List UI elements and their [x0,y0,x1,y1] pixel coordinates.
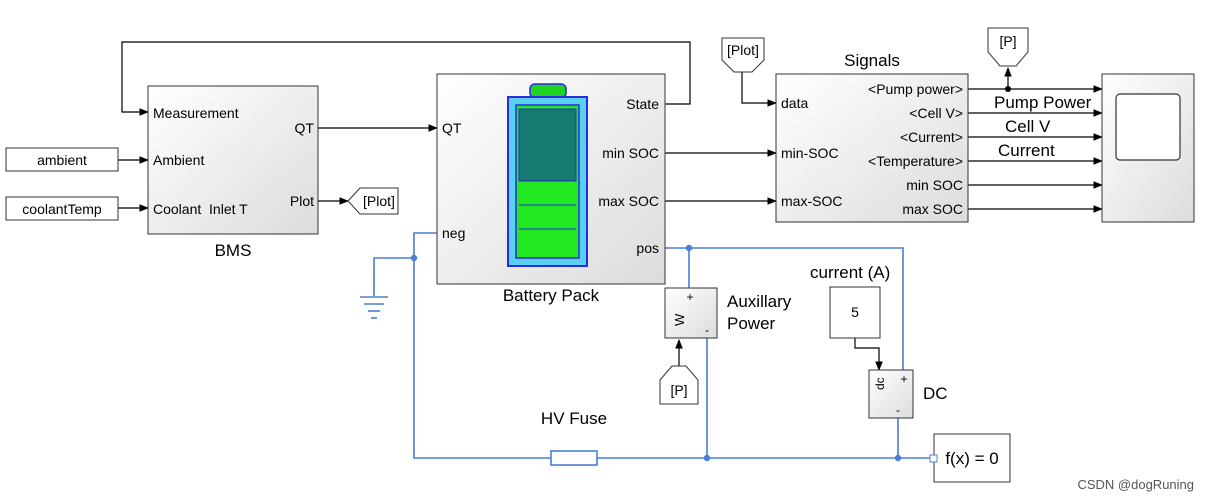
bms-name: BMS [215,241,252,260]
ground-icon[interactable] [360,296,388,319]
battery-in-neg: neg [442,225,465,241]
ambient-label: ambient [37,152,87,168]
const-line[interactable] [854,338,883,371]
aux-minus: - [705,323,709,337]
bms-in-ambient: Ambient [153,152,204,168]
state-feedback-line[interactable] [121,41,691,116]
physical-lines [373,232,934,459]
signals-out-current: <Current> [900,129,963,145]
signal-lines [118,41,1103,371]
p-from-label: [P] [670,382,687,398]
battery-icon [507,83,588,267]
scope-label-current: Current [998,141,1055,160]
bms-in-measurement: Measurement [153,105,239,121]
dc-port-label: dc [873,377,887,390]
neg-line[interactable] [413,232,551,459]
fuse-icon[interactable] [550,450,598,466]
aux-power-block[interactable]: + - W Auxillary Power [664,287,792,339]
scope-block[interactable] [1101,73,1195,223]
p-goto-tag[interactable]: [P] [987,27,1029,67]
signals-out-max-soc: max SOC [902,201,963,217]
signals-out-min-soc: min SOC [906,177,963,193]
bms-in-coolant: Coolant Inlet T [153,201,248,217]
plot-from-tag[interactable]: [Plot] [721,37,765,73]
signals-block[interactable]: Signals data min-SOC max-SOC <Pump power… [775,51,969,223]
scope-screen [1115,93,1181,161]
plot-from-label: [Plot] [727,42,759,58]
scope-label-cellv: Cell V [1005,117,1051,136]
signals-out-cellv: <Cell V> [909,105,963,121]
pos-line[interactable] [665,247,904,372]
coolant-source[interactable]: coolantTemp [5,196,119,221]
solver-config-block[interactable]: f(x) = 0 [929,433,1011,483]
battery-out-pos: pos [636,240,659,256]
signals-out-temp: <Temperature> [868,153,963,169]
ground-line[interactable] [373,257,414,296]
dc-name: DC [923,384,948,403]
pump-branch-dot [1005,86,1011,92]
watermark: CSDN @dogRuning [1077,477,1194,492]
battery-name: Battery Pack [503,286,600,305]
scope-label-pump: Pump Power [994,93,1092,112]
current-label: current (A) [810,263,890,282]
solver-label: f(x) = 0 [945,449,998,468]
aux-name-2: Power [727,314,776,333]
signals-in-max-soc: max-SOC [781,193,842,209]
dc-minus: - [896,403,900,417]
battery-pack-block[interactable]: QT neg State min SOC max SOC pos Battery… [436,73,666,305]
dc-source-block[interactable]: + - dc DC [868,369,948,419]
p-goto-label: [P] [999,33,1016,49]
plot-goto-label: [Plot] [363,193,395,209]
battery-out-min-soc: min SOC [602,145,659,161]
bms-out-qt: QT [295,120,315,136]
aux-plus: + [686,290,693,304]
bms-out-plot: Plot [290,193,314,209]
signals-in-data: data [781,95,808,111]
battery-in-qt: QT [442,120,462,136]
junctions [410,244,902,462]
data-line[interactable] [741,72,777,107]
aux-name-1: Auxillary [727,292,792,311]
constant-value: 5 [851,304,859,320]
constant-block[interactable]: 5 [829,286,881,339]
ambient-source[interactable]: ambient [5,147,119,172]
signals-name: Signals [844,51,900,70]
coolant-label: coolantTemp [22,201,102,217]
bms-block[interactable]: Measurement Ambient Coolant Inlet T QT P… [147,85,319,260]
fuse-label: HV Fuse [541,409,607,428]
plot-goto-tag[interactable]: [Plot] [347,187,399,215]
signals-in-min-soc: min-SOC [781,145,839,161]
signals-out-pump: <Pump power> [868,81,963,97]
dc-plus: + [900,372,907,386]
aux-port-label: W [672,313,687,326]
battery-out-max-soc: max SOC [598,193,659,209]
battery-out-state: State [626,96,659,112]
p-from-tag[interactable]: [P] [659,365,699,405]
